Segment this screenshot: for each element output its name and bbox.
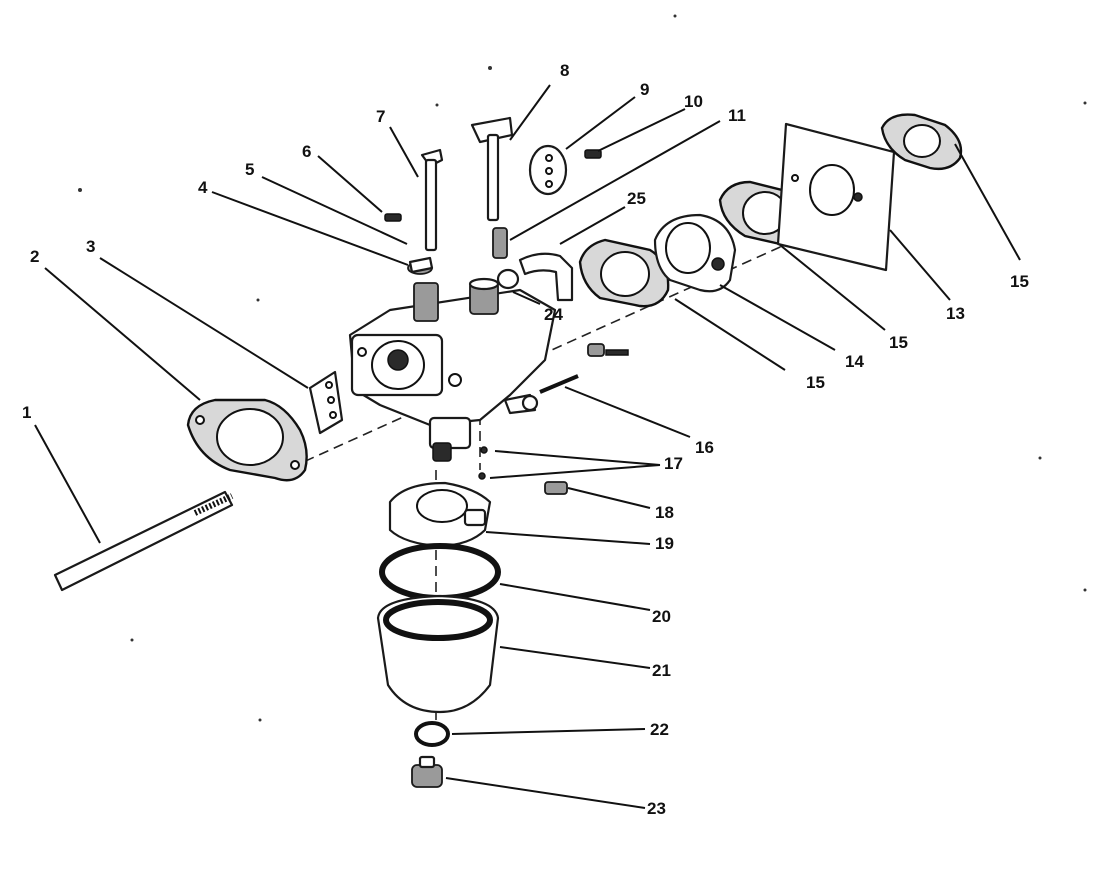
part-18-jet [544, 481, 568, 495]
part-24-fitting [496, 268, 520, 290]
callout-23: 23 [647, 799, 666, 818]
part-10-screw [584, 149, 602, 159]
callout-1: 1 [22, 403, 31, 422]
leader-lines [34, 84, 1021, 809]
part-16-pin [539, 374, 579, 394]
part-screw-side [587, 343, 629, 357]
callout-15-plate-gasket: 15 [889, 333, 908, 352]
part-4-spring [407, 256, 434, 275]
callout-17: 17 [664, 454, 683, 473]
part-21-float-bowl [376, 594, 500, 714]
callout-9: 9 [640, 80, 649, 99]
callout-16: 16 [695, 438, 714, 457]
part-9-choke-plate [528, 144, 568, 196]
scan-specks [78, 14, 1087, 722]
callout-5: 5 [245, 160, 254, 179]
part-3-throttle-plate [308, 370, 344, 435]
callout-10: 10 [684, 92, 703, 111]
part-23-bowl-nut [411, 755, 443, 788]
part-14-spacer [653, 213, 737, 293]
callout-6: 6 [302, 142, 311, 161]
callout-15-far-right: 15 [1010, 272, 1029, 291]
carburetor-body [348, 277, 557, 462]
part-11-idle-needle [492, 227, 508, 259]
callout-20: 20 [652, 607, 671, 626]
callout-22: 22 [650, 720, 669, 739]
part-6-screw [384, 213, 402, 222]
part-2-flange-gasket [186, 398, 308, 482]
callout-4: 4 [198, 178, 208, 197]
part-22-washer [414, 721, 450, 747]
part-17-pins [478, 446, 488, 480]
part-15-gasket-c [880, 113, 963, 171]
callout-25: 25 [627, 189, 646, 208]
callout-18: 18 [655, 503, 674, 522]
part-20-bowl-gasket [379, 543, 501, 601]
callout-14: 14 [845, 352, 864, 371]
callout-3: 3 [86, 237, 95, 256]
callout-19: 19 [655, 534, 674, 553]
callout-labels: 1 2 3 4 5 6 7 8 9 10 11 13 14 15 15 15 1… [22, 61, 1029, 818]
part-13-heat-shield [776, 122, 896, 272]
part-1-mounting-stud [53, 490, 234, 592]
part-15-gasket-a [578, 238, 670, 308]
callout-24: 24 [544, 305, 563, 324]
part-25-elbow-tube [518, 252, 574, 302]
part-19-float [388, 481, 492, 548]
callout-21: 21 [652, 661, 671, 680]
part-7-throttle-shaft [420, 148, 444, 252]
callout-7: 7 [376, 107, 385, 126]
callout-8: 8 [560, 61, 569, 80]
callout-13: 13 [946, 304, 965, 323]
callout-15-front-gasket: 15 [806, 373, 825, 392]
callout-2: 2 [30, 247, 39, 266]
part-8-choke-shaft [470, 116, 514, 222]
callout-11: 11 [728, 106, 746, 125]
